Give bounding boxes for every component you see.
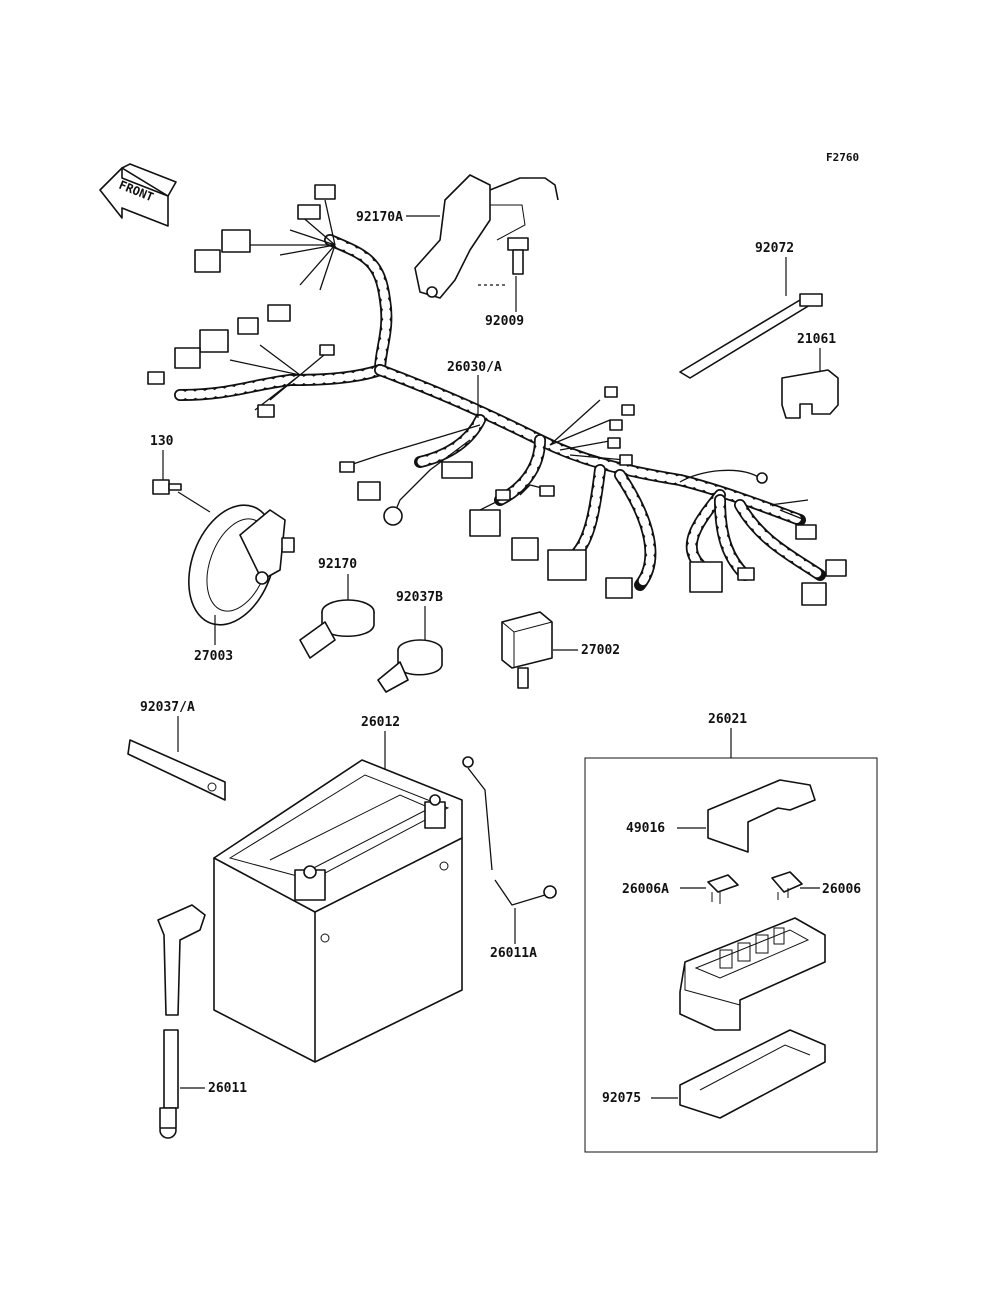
fuse-cover-49016 [707, 779, 816, 853]
label-92037A: 92037/A [140, 700, 195, 715]
label-92170: 92170 [318, 557, 357, 572]
label-92075: 92075 [602, 1091, 641, 1106]
label-130: 130 [150, 434, 174, 449]
bolt-92009 [507, 237, 529, 275]
label-27003: 27003 [194, 649, 233, 664]
clamp-92170 [299, 599, 375, 659]
bracket-92170A [414, 174, 559, 299]
label-26021: 26021 [708, 712, 747, 727]
label-26006: 26006 [822, 882, 861, 897]
label-27002: 27002 [581, 643, 620, 658]
label-92170A: 92170A [356, 210, 403, 225]
cable-26011 [157, 904, 206, 1139]
cable-tie-92072 [679, 293, 823, 379]
label-92037B: 92037B [396, 590, 443, 605]
label-49016: 49016 [626, 821, 665, 836]
battery-26012 [213, 759, 463, 1063]
fuse-26006 [771, 871, 803, 900]
cable-26011A [462, 756, 557, 906]
strap-92037A [127, 739, 226, 801]
clamp-92037B [377, 639, 443, 693]
fuse-26006A [707, 874, 739, 904]
label-26011: 26011 [208, 1081, 247, 1096]
label-21061: 21061 [797, 332, 836, 347]
front-arrow-icon: FRONT [99, 163, 177, 227]
main-harness [147, 184, 847, 606]
label-26006A: 26006A [622, 882, 669, 897]
label-92072: 92072 [755, 241, 794, 256]
fuse-cover-92075 [679, 1029, 826, 1119]
bolt-130 [152, 479, 182, 495]
horn-27003 [188, 504, 295, 626]
label-92009: 92009 [485, 314, 524, 329]
cover-21061 [781, 369, 839, 419]
label-26030A: 26030/A [447, 360, 502, 375]
figure-code: F2760 [826, 151, 859, 164]
fuse-box-body [679, 917, 826, 1031]
label-26011A: 26011A [490, 946, 537, 961]
relay-27002 [501, 611, 553, 689]
label-26012: 26012 [361, 715, 400, 730]
